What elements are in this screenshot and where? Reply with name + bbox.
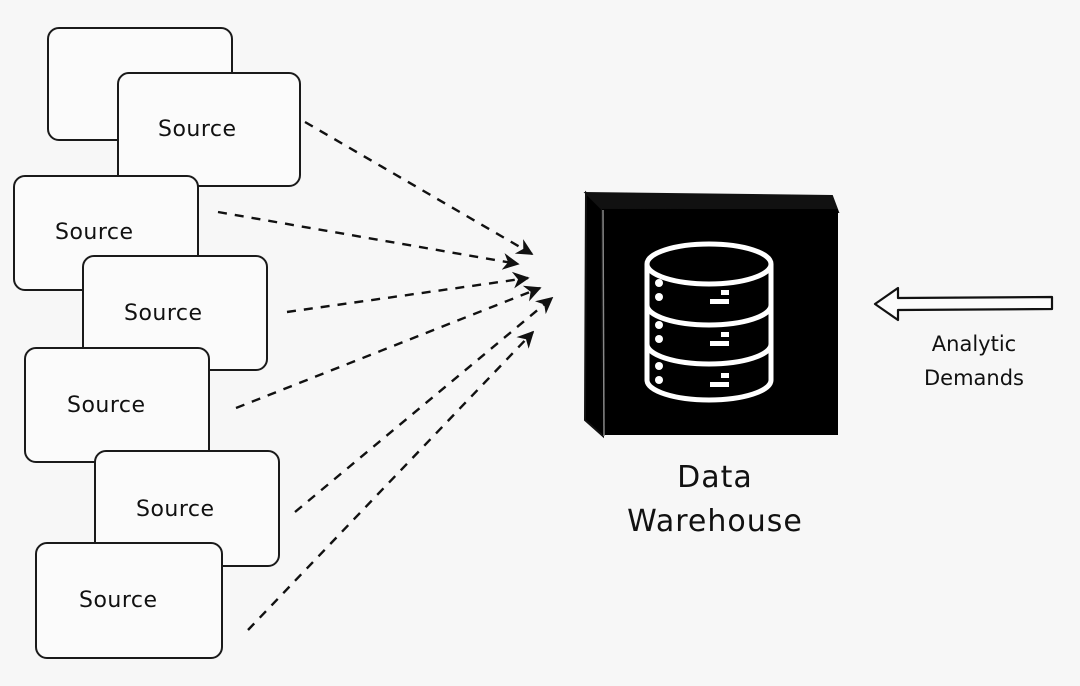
connector-arrow-1 bbox=[304, 120, 534, 256]
connector-arrow-6 bbox=[247, 330, 535, 631]
source-box: Source bbox=[117, 72, 301, 187]
source-label: Source bbox=[158, 117, 237, 142]
warehouse-title-line2: Warehouse bbox=[627, 504, 803, 539]
warehouse-title-line1: Data bbox=[677, 460, 753, 495]
analytic-demands-line1: Analytic bbox=[931, 332, 1017, 356]
source-box: Source bbox=[24, 347, 210, 463]
source-label: Source bbox=[79, 588, 158, 613]
connector-arrow-3 bbox=[286, 271, 530, 314]
analytic-demands-label: Analytic Demands bbox=[906, 327, 1042, 395]
source-label: Source bbox=[136, 497, 215, 522]
source-box: Source bbox=[35, 542, 223, 659]
source-label: Source bbox=[67, 393, 146, 418]
source-label: Source bbox=[124, 301, 203, 326]
analytic-demands-line2: Demands bbox=[924, 366, 1024, 390]
source-label: Source bbox=[55, 220, 134, 245]
connector-arrow-4 bbox=[235, 285, 542, 410]
warehouse-title: Data Warehouse bbox=[600, 456, 830, 544]
connector-arrow-5 bbox=[294, 296, 554, 513]
